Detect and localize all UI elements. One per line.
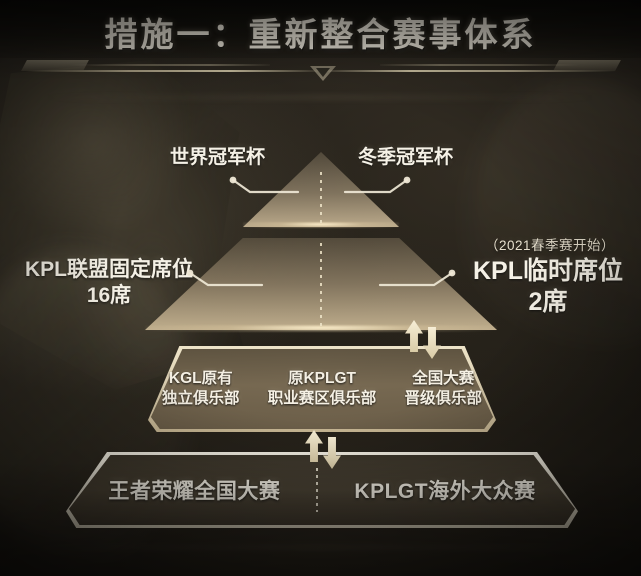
divider-slab-left <box>21 60 89 71</box>
tier-3-column-1-line-1: KGL原有 <box>168 369 233 387</box>
tier-3-column-2-line-1: 原KPLGT <box>287 369 356 387</box>
label-kpl-temp-seats-line-1: KPL临时席位 <box>472 257 623 285</box>
tier-3-column-2-line-2: 职业赛区俱乐部 <box>267 390 377 407</box>
label-kpl-fixed-seats-line-2: 16席 <box>86 283 132 307</box>
pyramid-seam-tier-1 <box>320 172 322 226</box>
label-kpl-fixed-seats-line-1: KPL联盟固定席位 <box>25 258 193 281</box>
tier-3-columns: KGL原有 独立俱乐部 原KPLGT 职业赛区俱乐部 全国大赛 晋级俱乐部 <box>148 346 496 432</box>
pyramid-seam-tier-2 <box>320 243 322 327</box>
pyramid-tier-3: KGL原有 独立俱乐部 原KPLGT 职业赛区俱乐部 全国大赛 晋级俱乐部 <box>148 346 496 432</box>
pyramid-base-bar: 王者荣耀全国大赛 KPLGT海外大众赛 <box>66 452 578 528</box>
tier-3-column-2: 原KPLGT 职业赛区俱乐部 <box>254 369 391 410</box>
base-column-2: KPLGT海外大众赛 <box>354 480 536 503</box>
tier-3-column-1-line-2: 独立俱乐部 <box>162 390 240 407</box>
label-world-champion-cup: 世界冠军杯 <box>170 147 266 168</box>
base-bar-columns: 王者荣耀全国大赛 KPLGT海外大众赛 <box>66 452 578 528</box>
tier-3-column-1: KGL原有 独立俱乐部 <box>148 369 254 410</box>
page-title: 措施一：重新整合赛事体系 <box>104 16 537 53</box>
label-kpl-temp-seats-line-2: 2席 <box>528 287 568 316</box>
divider-triangle-inner <box>316 68 330 77</box>
base-column-1: 王者荣耀全国大赛 <box>108 480 281 503</box>
tier-3-column-3: 全国大赛 晋级俱乐部 <box>390 369 496 410</box>
divider-line-left-thin <box>70 64 270 66</box>
label-temp-seats-note: （2021春季赛开始） <box>484 238 616 253</box>
tier-3-column-3-line-1: 全国大赛 <box>412 369 475 387</box>
divider-slab-right <box>553 60 621 71</box>
divider-line-right-thin <box>380 64 580 66</box>
background-streak-upper <box>40 96 600 99</box>
label-winter-champion-cup: 冬季冠军杯 <box>358 147 454 168</box>
label-kpl-temp-seats: KPL临时席位 2席 <box>455 256 641 317</box>
background-streak-lower <box>0 545 641 550</box>
tier-3-column-3-line-2: 晋级俱乐部 <box>404 390 482 407</box>
label-kpl-fixed-seats: KPL联盟固定席位 16席 <box>14 257 204 308</box>
